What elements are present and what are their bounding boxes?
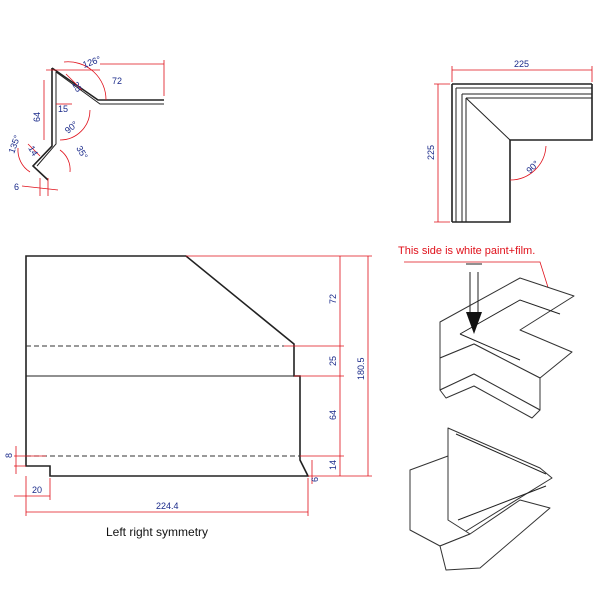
dev-224-4: 224.4 xyxy=(156,501,179,511)
dev-180-5: 180.5 xyxy=(356,357,366,380)
dev-14: 14 xyxy=(328,460,338,470)
profile-outline xyxy=(31,67,164,181)
iso-pointer xyxy=(466,263,482,312)
plan-dim-height xyxy=(434,83,450,223)
dim-126: 126° xyxy=(81,54,102,70)
plan-edge-4 xyxy=(465,97,592,222)
dim-ext-72 xyxy=(100,60,165,96)
dim-25: 25 xyxy=(70,80,84,94)
dim-135: 135° xyxy=(6,133,22,154)
dev-ext-lines xyxy=(186,255,372,477)
dim-14: 14 xyxy=(26,144,40,158)
iso-fold-lines xyxy=(459,299,561,361)
plan-view: 225 225 90° xyxy=(426,59,593,223)
profile-inner-outline xyxy=(36,71,164,167)
dim-72: 72 xyxy=(112,76,122,86)
plan-edge-3 xyxy=(461,93,592,222)
dim-64: 64 xyxy=(32,112,42,122)
dev-20: 20 xyxy=(32,485,42,495)
plan-dim-arc xyxy=(509,145,547,181)
dim-6-profile: 6 xyxy=(14,182,19,192)
isometric-view-bottom xyxy=(409,427,553,571)
profile-view: 126° 72 25 15 64 90° 135° 14 35° 6 xyxy=(6,54,165,196)
note-white-paint: This side is white paint+film. xyxy=(398,245,535,257)
dev-8: 8 xyxy=(4,453,14,458)
dim-arc-90 xyxy=(59,109,91,141)
iso2-bottom-face xyxy=(439,499,551,571)
isometric-view-top: This side is white paint+film. xyxy=(398,245,575,419)
plan-edge-2 xyxy=(455,87,592,222)
caption-symmetry: Left right symmetry xyxy=(106,525,208,539)
plan-225-width: 225 xyxy=(514,59,529,69)
dim-line-14 xyxy=(27,143,41,157)
dev-6: 6 xyxy=(310,477,320,482)
dim-line-6 xyxy=(21,178,59,196)
dev-72: 72 xyxy=(328,294,338,304)
dim-15: 15 xyxy=(58,104,68,114)
plan-dim-width xyxy=(451,66,593,82)
plan-outer-edge xyxy=(451,83,592,222)
dev-25: 25 xyxy=(328,356,338,366)
development-view: 72 25 64 14 6 180.5 8 20 224.4 Left righ… xyxy=(4,255,372,539)
dim-arc-126 xyxy=(63,61,107,101)
iso2-fold-lines xyxy=(455,433,547,521)
dev-dim-8-lines xyxy=(14,446,46,474)
plan-miter xyxy=(465,97,511,141)
dim-line-25 xyxy=(65,73,83,91)
dim-35: 35° xyxy=(74,144,90,161)
plan-90: 90° xyxy=(524,158,541,175)
plan-225-height: 225 xyxy=(426,145,436,160)
dev-dim-verticals xyxy=(339,256,369,476)
dim-90: 90° xyxy=(63,119,80,136)
iso-pointer-arrow xyxy=(466,312,482,334)
dim-arc-135 xyxy=(17,147,31,173)
iso-bottom-flange xyxy=(439,373,541,419)
dev-64: 64 xyxy=(328,410,338,420)
development-outline xyxy=(25,255,310,477)
dim-arc-35 xyxy=(59,149,71,173)
